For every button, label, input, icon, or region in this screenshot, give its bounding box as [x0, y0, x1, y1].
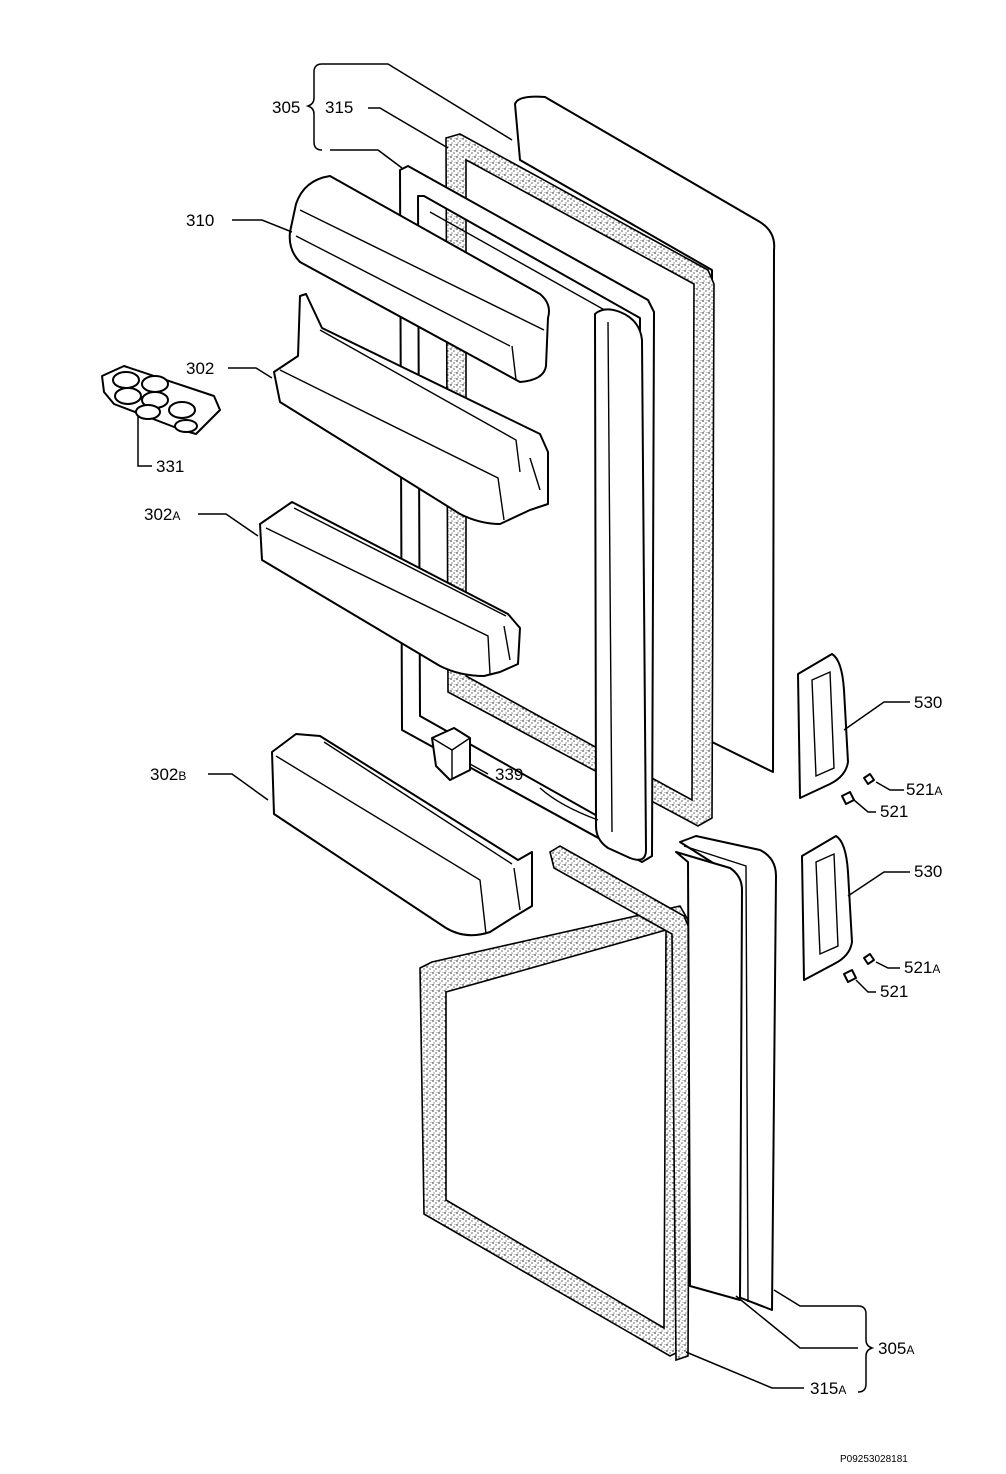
label-305a: 305A: [878, 1339, 914, 1358]
label-530-lower: 530: [914, 862, 942, 881]
lower-door-gasket: [419, 845, 691, 1362]
door-shelf-302b: [271, 733, 533, 937]
screw-521-lower: [843, 969, 857, 983]
handle-530-lower: [801, 835, 853, 981]
part-labels: 305 315 310 302 331 302A 302B 339 530 52…: [144, 98, 942, 1398]
clip-339: [431, 727, 471, 781]
label-315: 315: [325, 98, 353, 117]
label-315a: 315A: [810, 1379, 846, 1398]
screw-521a-lower: [863, 953, 875, 965]
label-302: 302: [186, 359, 214, 378]
egg-tray-331: [101, 365, 221, 435]
label-305: 305: [272, 98, 300, 117]
label-521a-lower: 521A: [904, 958, 940, 977]
screw-521a-upper: [863, 773, 875, 785]
label-302a: 302A: [144, 505, 180, 524]
label-530-upper: 530: [914, 693, 942, 712]
label-521a-upper: 521A: [906, 780, 942, 799]
label-339: 339: [495, 765, 523, 784]
screw-521-upper: [841, 791, 855, 805]
handle-530-upper: [797, 653, 849, 799]
drawing-code: P09253028181: [840, 1454, 908, 1465]
label-302b: 302B: [150, 765, 186, 784]
leader-lines: [137, 63, 910, 1393]
door-shelf-310: [288, 175, 550, 383]
lower-door-panel: [675, 835, 777, 1311]
label-521-upper: 521: [880, 802, 908, 821]
upper-door-gasket: [445, 133, 715, 827]
label-521-lower: 521: [880, 982, 908, 1001]
label-310: 310: [186, 211, 214, 230]
door-shelf-302a: [259, 501, 521, 677]
upper-door-panel: [514, 95, 776, 773]
door-shelf-302: [273, 293, 549, 525]
label-331: 331: [156, 457, 184, 476]
